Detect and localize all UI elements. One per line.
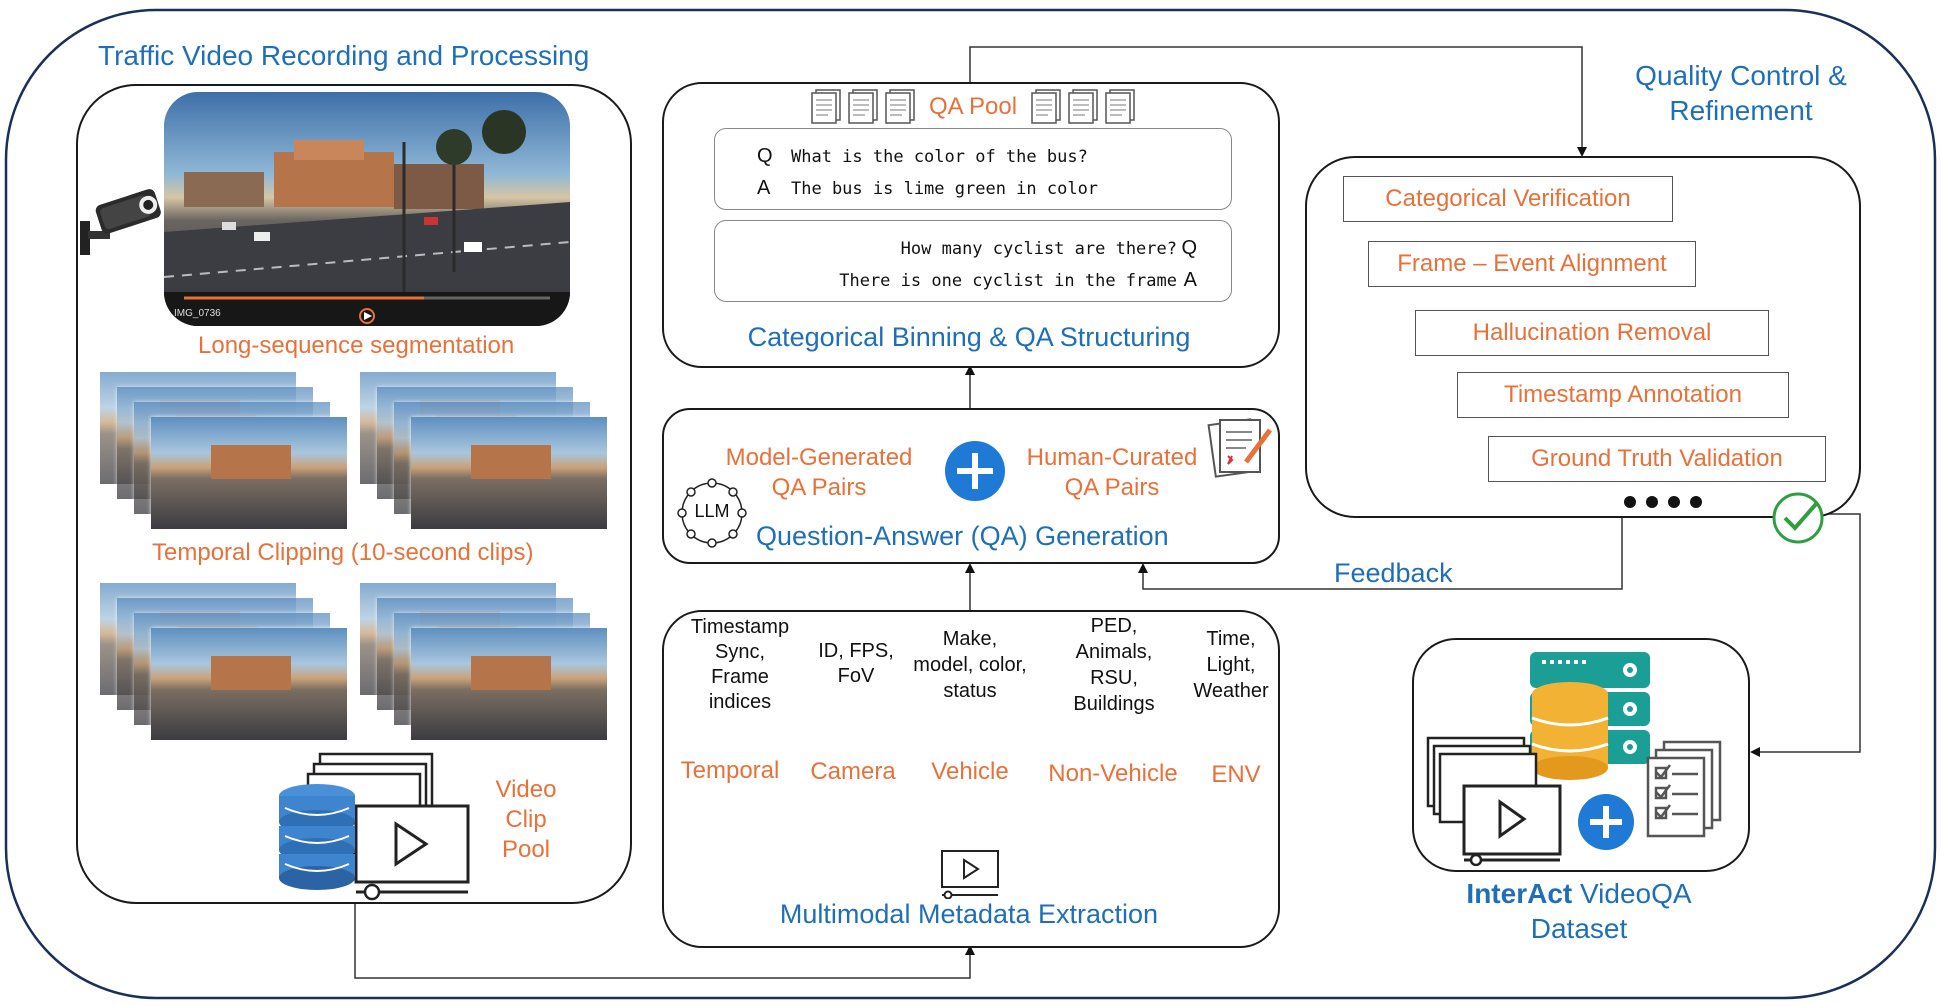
qc-step-categorical-verification: Categorical Verification	[1343, 176, 1673, 222]
document-icon	[1031, 89, 1061, 124]
pool-label-3: Pool	[501, 836, 551, 863]
clip-building	[211, 656, 291, 690]
category-nonvehicle: Non-Vehicle	[1048, 760, 1178, 787]
document-icon	[1105, 89, 1135, 124]
qa-pool-label: QA Pool	[929, 93, 1018, 120]
temporal-desc-line: indices	[708, 691, 772, 713]
pool-label-2: Clip	[505, 806, 547, 833]
env-desc-line: Weather	[1193, 680, 1269, 702]
video-player-icon	[941, 850, 999, 899]
dataset-brand: InterAct	[1466, 878, 1573, 909]
answer-marker: A	[1183, 269, 1197, 291]
clip-building	[471, 656, 551, 690]
temporal-desc: Timestamp Sync, Frame indices	[680, 615, 800, 715]
qa-card-2: How many cyclist are there? Q There is o…	[714, 220, 1232, 302]
clip-thumbnail	[151, 417, 347, 529]
long-seq-label: Long-sequence segmentation	[198, 332, 515, 359]
human-curated-label-1: Human-Curated	[1026, 444, 1198, 471]
nonvehicle-desc: PED, Animals, RSU, Buildings	[1058, 613, 1170, 717]
clip-thumbnail	[411, 628, 607, 740]
category-env: ENV	[1211, 761, 1261, 788]
plus-icon	[1578, 794, 1634, 850]
env-desc-line: Time,	[1206, 628, 1256, 650]
category-vehicle: Vehicle	[931, 758, 1009, 785]
answer-text: The bus is lime green in color	[791, 179, 1099, 199]
dataset-icons	[1426, 652, 1722, 866]
clip-thumbnail	[411, 417, 607, 529]
qc-step-timestamp-annotation: Timestamp Annotation	[1457, 372, 1789, 418]
dataset-subtitle: Dataset	[1530, 913, 1628, 944]
camera-desc-line: FoV	[837, 665, 875, 687]
arrow-pool-to-metadata	[354, 900, 975, 979]
vehicle-desc: Make, model, color, status	[904, 626, 1036, 704]
nonvehicle-desc-line: RSU,	[1090, 667, 1138, 689]
llm-ring-icon	[677, 478, 747, 548]
document-edit-icon	[1207, 418, 1272, 478]
outer-frame	[4, 8, 1937, 1000]
human-curated-label-2: QA Pairs	[1064, 474, 1160, 501]
model-generated-label-1: Model-Generated	[725, 444, 913, 471]
more-dots-icon	[1624, 496, 1702, 508]
check-circle-icon	[1772, 492, 1824, 544]
qa-generation-title: Question-Answer (QA) Generation	[756, 521, 1169, 551]
arrow-feedback	[1138, 517, 1623, 590]
qc-step-frame-event-alignment: Frame – Event Alignment	[1368, 241, 1696, 287]
video-caption: IMG_0736	[174, 308, 221, 319]
env-desc: Time, Light, Weather	[1186, 626, 1276, 704]
plus-icon	[945, 441, 1005, 501]
document-icon	[848, 89, 878, 124]
nonvehicle-desc-line: PED,	[1090, 615, 1138, 637]
cctv-camera-icon	[80, 189, 161, 255]
document-icon	[1068, 89, 1098, 124]
dataset-title: InterAct VideoQA	[1430, 878, 1728, 910]
temporal-desc-line: Timestamp	[690, 616, 790, 638]
vehicle-desc-line: Make,	[942, 628, 998, 650]
llm-label: LLM	[694, 501, 730, 521]
qc-title-2: Refinement	[1669, 95, 1813, 126]
question-text: What is the color of the bus?	[791, 147, 1088, 167]
arrow-binning-to-qc	[969, 46, 1587, 157]
qc-title-1: Quality Control &	[1635, 60, 1847, 91]
question-marker: Q	[757, 145, 773, 167]
document-icon	[885, 89, 915, 124]
vehicle-desc-line: status	[943, 680, 997, 702]
video-stack-icon	[1426, 736, 1562, 866]
question-text: How many cyclist are there?	[900, 239, 1177, 259]
clip-building	[211, 445, 291, 479]
document-icon	[811, 89, 841, 124]
nonvehicle-desc-line: Animals,	[1075, 641, 1153, 663]
env-desc-line: Light,	[1206, 654, 1256, 676]
pool-label-1: Video	[495, 776, 557, 803]
qc-step-ground-truth-validation: Ground Truth Validation	[1488, 436, 1826, 482]
qa-card-1: Q What is the color of the bus? A The bu…	[714, 128, 1232, 210]
category-temporal: Temporal	[680, 757, 780, 784]
metadata-panel	[662, 610, 1280, 948]
nonvehicle-desc-line: Buildings	[1073, 693, 1155, 715]
camera-desc-line: ID, FPS,	[818, 640, 894, 662]
binning-title: Categorical Binning & QA Structuring	[747, 322, 1191, 352]
vehicle-desc-line: model, color,	[913, 654, 1027, 676]
camera-desc: ID, FPS, FoV	[806, 639, 906, 689]
clip-building	[471, 445, 551, 479]
metadata-title: Multimodal Metadata Extraction	[779, 899, 1159, 929]
category-camera: Camera	[810, 758, 896, 785]
recording-title: Traffic Video Recording and Processing	[98, 40, 590, 71]
temporal-clipping-label: Temporal Clipping (10-second clips)	[152, 539, 534, 566]
clip-thumbnail	[151, 628, 347, 740]
server-icon	[1530, 652, 1650, 780]
question-marker: Q	[1181, 237, 1197, 259]
feedback-label: Feedback	[1334, 558, 1453, 588]
answer-marker: A	[757, 177, 771, 199]
checklist-icon	[1646, 740, 1722, 838]
answer-text: There is one cyclist in the frame	[839, 271, 1177, 291]
qc-step-hallucination-removal: Hallucination Removal	[1415, 310, 1769, 356]
dataset-name: VideoQA	[1580, 878, 1692, 909]
arrow-qc-to-dataset	[1750, 513, 1861, 757]
temporal-desc-line: Sync,	[714, 641, 766, 663]
video-clip-pool-icon	[279, 752, 470, 901]
video-frame	[164, 92, 570, 326]
temporal-desc-line: Frame	[711, 666, 769, 688]
model-generated-label-2: QA Pairs	[771, 474, 867, 501]
